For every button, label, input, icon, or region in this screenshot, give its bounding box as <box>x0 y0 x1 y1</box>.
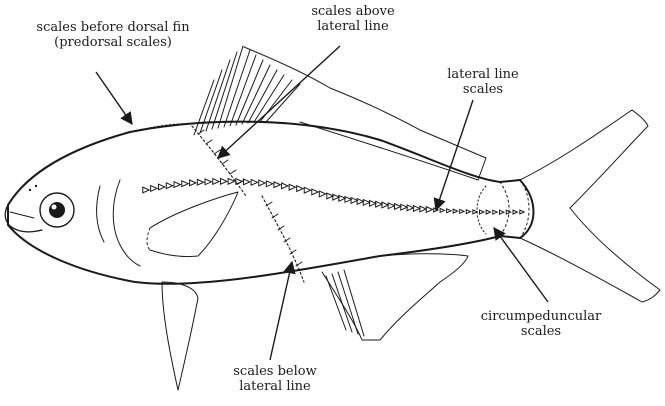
scales-below-arrow <box>270 262 292 360</box>
lateral-line-scale <box>453 209 457 213</box>
lateral-line-scale <box>220 178 226 184</box>
label-circum-line2: scales <box>466 324 616 339</box>
lateral-line-scale <box>251 179 257 185</box>
lateral-line-scale <box>447 209 451 213</box>
pectoral-fin <box>150 192 238 257</box>
pelvic-fin <box>162 282 198 390</box>
lateral-line-scale <box>213 179 219 185</box>
lateral-line-scale <box>304 187 310 193</box>
label-circumpeduncular-scales: circumpeduncular scales <box>466 309 616 339</box>
scales-above-arrow <box>218 46 340 158</box>
lateral-line-scale <box>520 210 524 214</box>
lateral-line-scale <box>407 205 413 211</box>
lateral-line-scale <box>506 210 510 214</box>
lateral-line-scale <box>460 209 464 213</box>
lateral-line-scale <box>319 191 325 197</box>
lateral-line-arrow <box>436 100 473 210</box>
label-circum-line1: circumpeduncular <box>466 309 616 324</box>
label-lateral-line-scales: lateral line scales <box>438 67 528 97</box>
lateral-line-scale <box>190 180 196 186</box>
label-lateral-line2: scales <box>438 82 528 97</box>
lateral-line-scale <box>166 183 172 189</box>
lateral-line-scale <box>282 183 288 189</box>
lateral-line-scale <box>479 210 483 214</box>
lateral-line-scale <box>339 195 345 201</box>
lateral-line-scale <box>440 208 444 212</box>
lateral-line-scale <box>259 180 265 186</box>
lateral-line-scale <box>500 210 504 214</box>
label-below-line2: lateral line <box>220 379 330 394</box>
label-predorsal-scales: scales before dorsal fin (predorsal scal… <box>18 20 208 50</box>
lateral-line-scale <box>363 200 369 206</box>
lateral-line-scale <box>369 200 375 206</box>
lateral-line-scale <box>151 186 157 192</box>
lateral-line-scale <box>351 198 357 204</box>
lateral-line-scale <box>327 193 333 199</box>
label-above-line1: scales above <box>298 4 408 19</box>
lateral-line-scale <box>413 206 419 212</box>
label-scales-below: scales below lateral line <box>220 364 330 394</box>
lateral-line-scale <box>182 181 188 187</box>
label-lateral-line1: lateral line <box>438 67 528 82</box>
oblique-scale-ticks <box>198 130 302 266</box>
lateral-line-scale <box>401 204 407 210</box>
lateral-line-scale <box>266 181 272 187</box>
lateral-line-scale <box>493 210 497 214</box>
lateral-line-scale <box>297 186 303 192</box>
lateral-line-scale <box>394 204 400 210</box>
label-scales-above: scales above lateral line <box>298 4 408 34</box>
lateral-line-scale <box>312 189 318 195</box>
gill-cover <box>113 180 140 266</box>
lateral-line-scale <box>243 179 249 185</box>
lateral-line-scale <box>466 210 470 214</box>
lateral-line-scale <box>357 199 363 205</box>
lateral-line-scale <box>333 194 339 200</box>
lateral-line-scale <box>382 202 388 208</box>
lateral-line-scale <box>158 184 164 190</box>
label-predorsal-line1: scales before dorsal fin <box>18 20 208 35</box>
lateral-line-scale <box>388 203 394 209</box>
lateral-line-scale <box>174 182 180 188</box>
lateral-line-scale <box>197 179 203 185</box>
lateral-line-scale <box>289 184 295 190</box>
label-below-line1: scales below <box>220 364 330 379</box>
lateral-line-scale <box>143 187 149 193</box>
lateral-line-scale <box>205 179 211 185</box>
label-predorsal-line2: (predorsal scales) <box>18 35 208 50</box>
lateral-line-scale <box>420 206 426 212</box>
lateral-line-scale <box>486 210 490 214</box>
lateral-line-scale <box>376 201 382 207</box>
lateral-line-scale <box>345 197 351 203</box>
lateral-line-scale <box>426 207 432 213</box>
lateral-line-scale <box>513 210 517 214</box>
lateral-line-scale <box>473 210 477 214</box>
anal-fin <box>322 254 468 340</box>
oblique-scale-row <box>192 126 246 196</box>
lateral-line-scale <box>274 182 280 188</box>
label-above-line2: lateral line <box>298 19 408 34</box>
caudal-fin <box>520 110 660 302</box>
circumpeduncular-arrow <box>494 228 548 302</box>
predorsal-arrow <box>96 72 132 124</box>
lateral-line-scales <box>143 178 524 214</box>
